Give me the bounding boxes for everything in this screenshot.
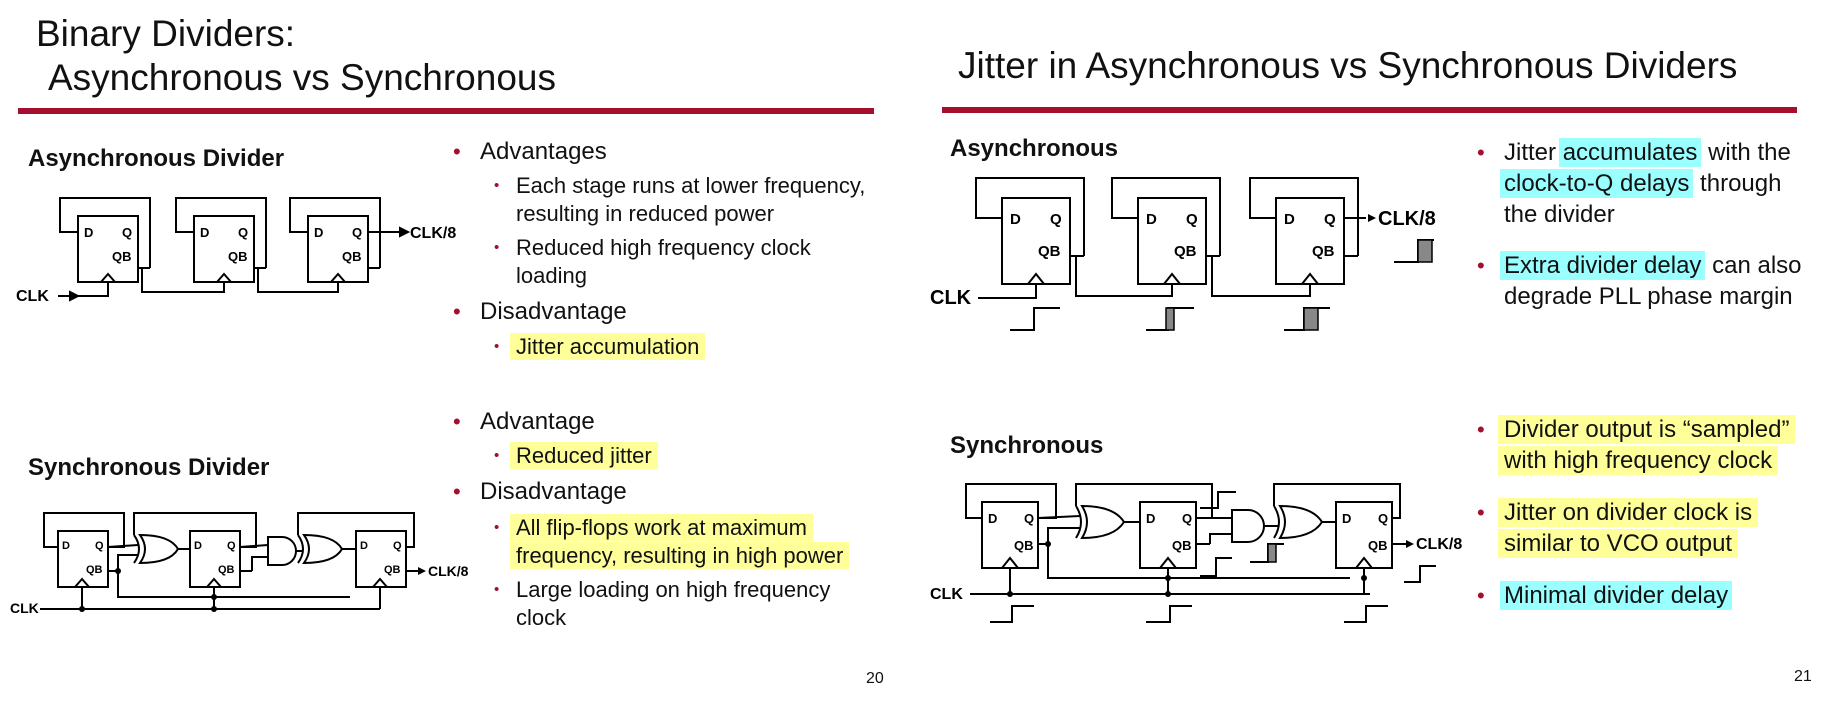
qb-label: QB [1312, 243, 1335, 260]
page-number: 20 [866, 670, 884, 687]
q-label: Q [352, 225, 362, 240]
q-label: Q [1050, 211, 1062, 228]
slide-21: Jitter in Asynchronous vs Synchronous Di… [930, 0, 1847, 701]
q-label: Q [95, 540, 104, 552]
qb-label: QB [218, 564, 235, 576]
d-label: D [988, 511, 997, 526]
async-section-label: Asynchronous [950, 135, 1119, 162]
clk-label: CLK [10, 600, 39, 616]
q-label: Q [227, 540, 236, 552]
page-number: 21 [1794, 668, 1812, 685]
clk-div8-label: CLK/8 [410, 225, 456, 242]
q-label: Q [1182, 511, 1192, 526]
clk-div8-label: CLK/8 [1378, 208, 1436, 230]
clk-label: CLK [930, 586, 963, 603]
sync-bullet-3: •Minimal divider delay [1477, 580, 1733, 611]
async-con-1: •Jitter accumulation [494, 333, 706, 361]
clk-label: CLK [930, 287, 972, 309]
d-label: D [200, 225, 209, 240]
async-pros-heading: •Advantages [453, 138, 607, 165]
qb-label: QB [1014, 538, 1034, 553]
sync-bullet-1: •Divider output is “sampled”with high fr… [1477, 414, 1796, 476]
qb-label: QB [112, 249, 132, 264]
qb-label: QB [228, 249, 248, 264]
qb-label: QB [342, 249, 362, 264]
sync-section-label: Synchronous [950, 432, 1104, 459]
qb-label: QB [1174, 243, 1197, 260]
sync-pro-1: •Reduced jitter [494, 442, 658, 470]
q-label: Q [1024, 511, 1034, 526]
q-label: Q [1324, 211, 1336, 228]
qb-label: QB [384, 564, 401, 576]
title-rule [18, 108, 874, 114]
q-label: Q [393, 540, 402, 552]
async-pro-1: •Each stage runs at lower frequency,resu… [494, 173, 866, 226]
d-label: D [1146, 211, 1157, 228]
d-label: D [194, 540, 202, 552]
clk-label: CLK [16, 288, 49, 305]
d-label: D [62, 540, 70, 552]
d-label: D [1284, 211, 1295, 228]
q-label: Q [1378, 511, 1388, 526]
slide-title-line1: Binary Dividers: [36, 13, 296, 54]
d-label: D [1342, 511, 1351, 526]
async-jitter-circuit: D Q QB D Q QB D Q QB CLK CLK/8 [930, 177, 1436, 331]
async-divider-label: Asynchronous Divider [28, 145, 285, 172]
qb-label: QB [1368, 538, 1388, 553]
sync-divider-label: Synchronous Divider [28, 454, 270, 481]
clk-div8-label: CLK/8 [1416, 536, 1462, 553]
d-label: D [1146, 511, 1155, 526]
qb-label: QB [86, 564, 103, 576]
async-cons-heading: •Disadvantage [453, 298, 627, 325]
title-rule [942, 107, 1797, 113]
d-label: D [1010, 211, 1021, 228]
slide-title: Jitter in Asynchronous vs Synchronous Di… [958, 45, 1738, 86]
clk-div8-label: CLK/8 [428, 563, 469, 579]
qb-label: QB [1172, 538, 1192, 553]
q-label: Q [238, 225, 248, 240]
async-divider-circuit: D Q QB D Q QB D Q QB CLK CLK/8 [16, 197, 456, 305]
sync-pros-heading: •Advantage [453, 408, 595, 435]
d-label: D [360, 540, 368, 552]
sync-divider-circuit: D Q QB D Q QB D Q QB CLK CLK/8 [10, 512, 469, 616]
slide-title-line2: Asynchronous vs Synchronous [48, 57, 556, 98]
q-label: Q [1186, 211, 1198, 228]
q-label: Q [122, 225, 132, 240]
slide-20: Binary Dividers: Asynchronous vs Synchro… [0, 0, 920, 701]
qb-label: QB [1038, 243, 1061, 260]
sync-cons-heading: •Disadvantage [453, 478, 627, 505]
sync-jitter-circuit: D Q QB D Q QB D Q QB CLK CLK/8 [930, 483, 1462, 623]
d-label: D [84, 225, 93, 240]
d-label: D [314, 225, 323, 240]
